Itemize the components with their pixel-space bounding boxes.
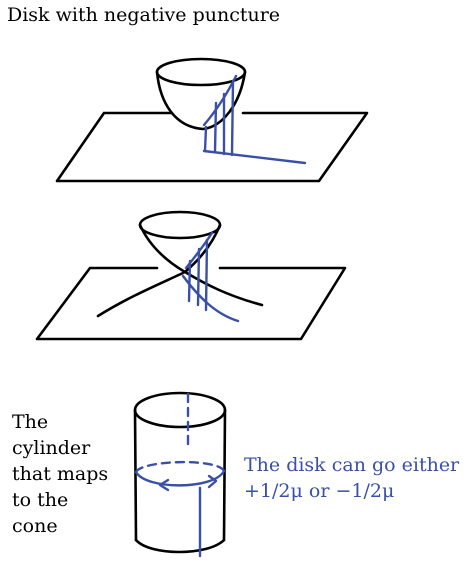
plane-2 [35,266,347,341]
strand-2-arc [184,231,214,270]
cone-2-left-side [138,223,187,274]
figure-1-cone-on-plane [55,57,369,183]
strand-1-arc [202,74,238,127]
strand-1-tail [202,149,307,165]
plane-1 [55,111,369,183]
caption-line-1: The [12,411,49,433]
strand-2c [204,238,209,312]
cylinder-left-side [133,408,138,542]
cylinder-right-side [222,408,227,542]
page-title: Disk with negative puncture [7,4,281,26]
disk-front-arc [134,469,226,487]
cone-2-right-side [183,223,222,274]
strand-2-tail [181,274,240,323]
caption-line-2: cylinder [12,437,91,459]
caption-line-5: cone [12,515,58,537]
disk-arrow-right-icon [207,474,218,489]
cylinder-caption: The cylinder that maps to the cone [12,409,108,539]
strand-2a [187,259,192,303]
curve-2-left [96,270,264,318]
caption-line-3: that maps [12,463,109,485]
disk-back-arc [134,460,226,474]
bowl-1-body [155,70,247,131]
cone-2-rim [138,210,222,240]
figure-3-cylinder [133,391,227,558]
figure-2-cone-pinched [35,210,347,341]
note-line-2: +1/2μ or −1/2μ [244,480,395,502]
caption-line-4: to the [12,489,69,511]
note-line-1: The disk can go either [244,454,460,476]
cylinder-top [133,391,227,429]
strand-1a [203,125,208,153]
strand-1d [230,79,235,157]
cylinder-bottom [134,538,226,554]
disk-direction-note: The disk can go either +1/2μ or −1/2μ [244,452,459,504]
disk-arrow-left-icon [158,478,170,492]
